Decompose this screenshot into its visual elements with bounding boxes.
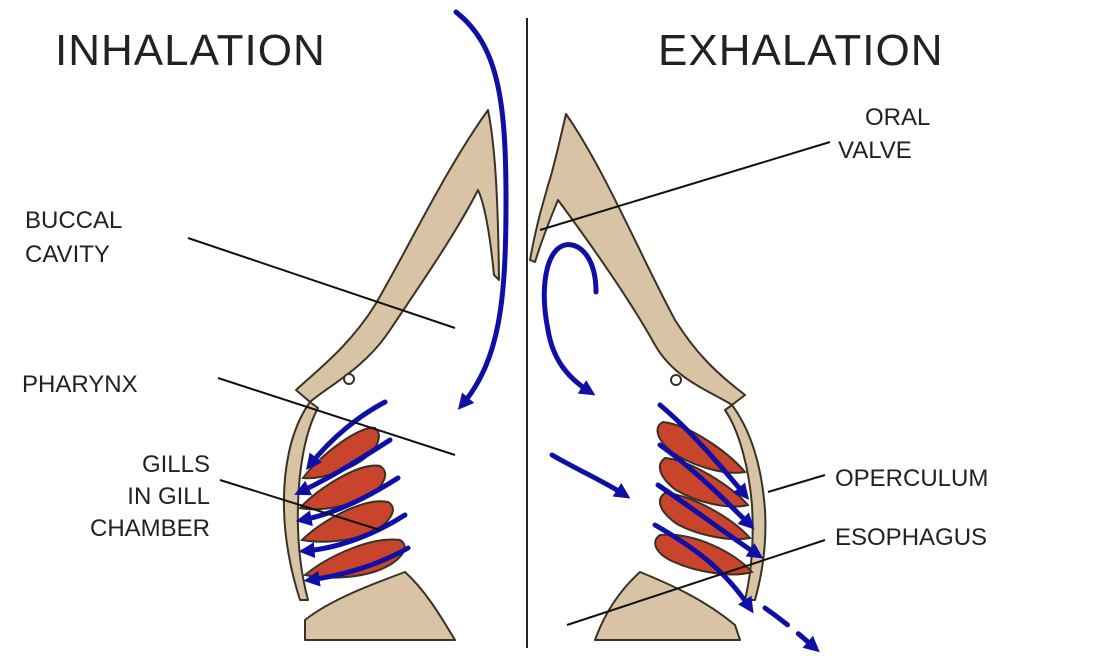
svg-text:VALVE: VALVE [838,137,912,164]
operculum-label: OPERCULUM [835,465,988,492]
eye-right [671,375,681,385]
inhalation-title: INHALATION [55,26,326,75]
operculum-leader [768,475,825,492]
buccal-cavity-label: BUCCAL CAVITY [25,207,122,268]
svg-text:GILLS: GILLS [142,451,210,478]
svg-text:ORAL: ORAL [865,104,930,131]
svg-text:BUCCAL: BUCCAL [25,207,122,234]
pharynx-leader [218,378,455,455]
lower-jaw-right [595,572,740,640]
flow-arrow-to-gills [552,455,625,495]
eye-left [344,374,354,384]
flow-arrow-buccal-curl [544,245,596,392]
upper-jaw-right [530,114,745,405]
lower-jaw-left [305,572,455,640]
gills-label: GILLS IN GILL CHAMBER [90,451,210,542]
esophagus-label: ESOPHAGUS [835,524,987,551]
svg-text:CAVITY: CAVITY [25,241,110,268]
inhalation-head [284,110,499,640]
svg-text:IN GILL: IN GILL [127,483,210,510]
svg-text:CHAMBER: CHAMBER [90,515,210,542]
flow-arrow-esophagus-out [765,608,815,648]
oral-valve-label: ORAL VALVE [838,104,930,164]
exhalation-head [530,114,765,640]
upper-jaw-left [296,110,499,402]
exhalation-title: EXHALATION [658,26,943,75]
pharynx-label: PHARYNX [22,371,138,398]
